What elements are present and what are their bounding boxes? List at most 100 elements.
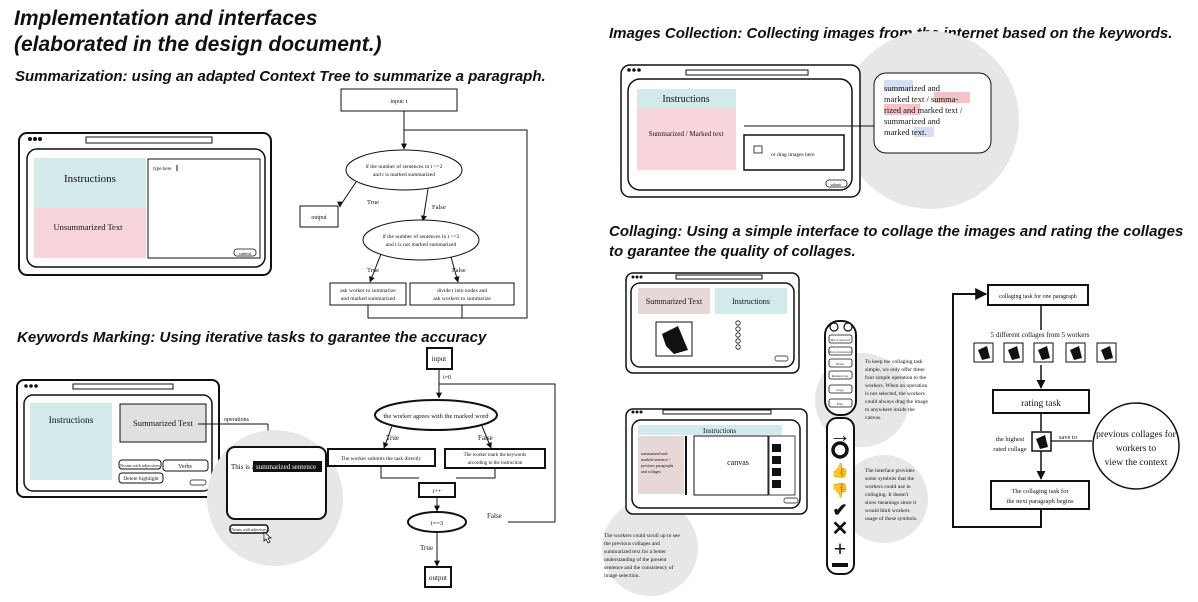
zoom-line2: marked text / summa-	[884, 94, 959, 104]
cf-prev-collages-line1: previous collages for	[1096, 429, 1177, 440]
divide-nodes-line2: ask workers to summarize	[433, 296, 491, 302]
ann3-line3: summarized text for a better	[604, 548, 666, 555]
cf-next-line2: the next paragraph begins	[1007, 498, 1074, 505]
summarization-flowchart: input: t if the number of sentences in t…	[299, 88, 528, 319]
type-here-textarea[interactable]	[147, 158, 261, 259]
collaging-heading-line2: to garantee the quality of collages.	[609, 243, 856, 260]
cross-icon[interactable]: ✕	[832, 518, 849, 540]
nouns-adjectives-label: Nouns with adjectives	[120, 463, 160, 468]
ann2-line7: usage of these symbols.	[865, 515, 918, 522]
kw-increment: i++	[432, 488, 441, 495]
verbs-label: Verbs	[178, 464, 192, 470]
op-button-2[interactable]	[828, 346, 853, 356]
condition-1-line1: if the number of sentences in t <=2	[366, 163, 443, 170]
plus-icon[interactable]: +	[834, 536, 847, 561]
submit-button[interactable]	[233, 248, 257, 257]
kw-init-label: i=0	[443, 375, 451, 381]
main-title-line1: Implementation and interfaces	[14, 7, 317, 30]
thumbs-down-icon[interactable]: 👎	[831, 482, 848, 499]
ask-summarize-line1: ask worker to summarize	[340, 288, 396, 294]
op-button-4[interactable]	[828, 370, 853, 380]
cf-save-to: save to	[1059, 434, 1077, 441]
cf-highest-line1: the highest	[996, 436, 1025, 443]
false-label-2: False	[452, 267, 466, 274]
images-collection-window: Instructions Summarized / Marked text or…	[620, 31, 1019, 209]
minus-icon[interactable]	[832, 563, 848, 567]
zoom-highlighted-text: summarized sentence	[256, 463, 316, 471]
kw-summarized-text-label: Summarized Text	[133, 418, 194, 428]
arrow-right-icon[interactable]: →	[829, 422, 851, 447]
op-label-1: Move upward	[830, 338, 850, 342]
prev-text-line2: marked sentence /	[641, 457, 671, 462]
collage-canvas-window: Instructions summarized and marked sente…	[602, 353, 928, 596]
img-submit-label: submit	[831, 182, 843, 187]
divide-nodes-line1: divide t into nodes and	[437, 288, 487, 294]
kw-false-label-2: False	[487, 512, 502, 520]
rotate-left-icon[interactable]	[829, 322, 839, 332]
symbol-toolbar: → 👍 👎 ✔ ✕ +	[826, 417, 855, 575]
keywords-flowchart: input i=0 the worker agrees with the mar…	[327, 347, 556, 588]
circle-icon[interactable]	[831, 441, 849, 459]
ann2-line5: show meanings since it	[865, 500, 917, 506]
op-label-3: Erase	[836, 362, 844, 366]
cf-prev-collages-line2: workers to	[1116, 444, 1157, 454]
drag-images-label: or drag images here	[771, 152, 815, 158]
main-title-line2: (elaborated in the design document.)	[14, 33, 382, 56]
summarization-window: Instructions Unsummarized Text type here…	[18, 132, 272, 276]
operations-label: operations	[224, 417, 250, 423]
rotate-right-icon[interactable]	[843, 322, 853, 332]
cf-task-one-paragraph: collaging task for one paragraph	[999, 293, 1077, 300]
kw-true-label-2: True	[420, 544, 433, 552]
op-button-6[interactable]	[828, 398, 853, 408]
op-button-1[interactable]	[828, 334, 853, 344]
operations-toolbar: Move upward Move downward Erase Resize/c…	[824, 320, 857, 416]
ann2-line1: The interface provides	[865, 467, 914, 474]
img-summarized-marked-label: Summarized / Marked text	[649, 130, 724, 138]
canvas-instructions-label: Instructions	[703, 427, 736, 435]
rating-radio-group[interactable]	[735, 320, 741, 350]
instructions-label: Instructions	[64, 173, 116, 185]
kw-agree-condition: the worker agrees with the marked word	[383, 413, 489, 420]
op-button-3[interactable]	[828, 358, 853, 368]
true-label-2: True	[367, 267, 379, 274]
collage-flowchart: collaging task for one paragraph 5 diffe…	[952, 284, 1180, 528]
condition-2-line2: and t is not marked summarized	[386, 242, 457, 248]
toolbar-annotation: To keep the collaging task simple, we on…	[865, 359, 928, 421]
zoom-line3: rized and marked text /	[884, 105, 963, 115]
check-icon[interactable]: ✔	[832, 500, 847, 520]
zoom-text-prefix: This is a	[231, 463, 256, 471]
cf-five-collages: 5 different collages from 5 workers	[991, 331, 1090, 339]
collaging-heading-line1: Collaging: Using a simple interface to c…	[609, 223, 1183, 240]
ann2-line2: some symbols that the	[865, 476, 915, 482]
op-label-6: Flip	[837, 402, 843, 406]
ann3-line4: understanding of the present	[604, 556, 667, 563]
collage-summarized-label: Summarized Text	[646, 297, 703, 306]
thumbs-up-icon[interactable]: 👍	[831, 462, 848, 479]
delete-highlight-button[interactable]	[118, 472, 164, 484]
kw-instructions-label: Instructions	[49, 416, 94, 426]
nouns-adjectives-button[interactable]	[118, 459, 162, 470]
output-box-label: output	[311, 215, 327, 221]
keywords-heading: Keywords Marking: Using iterative tasks …	[17, 329, 487, 346]
op-button-5[interactable]	[828, 384, 853, 394]
collage-rating-window: Summarized Text Instructions	[625, 272, 800, 374]
scroll-annotation: The workers could scroll up to see the p…	[604, 533, 680, 579]
summarization-heading: Summarization: using an adapted Context …	[15, 68, 546, 85]
keywords-zoom-detail: This is a summarized sentence Nouns with…	[207, 430, 343, 566]
collage-canvas[interactable]	[693, 435, 769, 496]
ann2-line6: would limit workers	[865, 508, 910, 514]
ann1-line7: to anywhere inside the	[865, 407, 915, 413]
collage-instructions-label: Instructions	[732, 297, 770, 306]
zoom-nouns-button-label: Nouns with adjectives	[231, 527, 267, 532]
verbs-button[interactable]	[162, 459, 209, 472]
img-submit-button[interactable]	[825, 179, 848, 188]
prev-text-line3: previous paragraphs	[641, 463, 674, 468]
delete-highlight-label: Delete highlight	[123, 476, 159, 482]
image-icon	[753, 145, 763, 154]
keywords-window: Instructions Summarized Text Nouns with …	[16, 379, 269, 498]
false-label-1: False	[432, 204, 446, 211]
kw-mark-line1: The worker mark the keywords	[464, 453, 527, 458]
zoom-line4: summarized and	[884, 116, 941, 126]
